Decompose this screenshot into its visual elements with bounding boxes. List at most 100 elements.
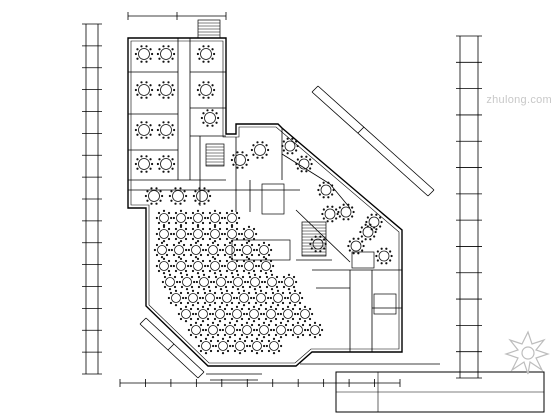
- dining-table: [168, 187, 188, 205]
- dining-table: [306, 321, 324, 339]
- dining-table: [223, 209, 241, 227]
- right-dimension-line: [459, 36, 479, 378]
- dining-table: [195, 273, 213, 291]
- dining-table: [134, 45, 154, 63]
- dining-table: [211, 305, 229, 323]
- dining-table: [221, 241, 239, 259]
- dining-table: [238, 241, 256, 259]
- dining-table: [134, 121, 154, 139]
- dining-table: [262, 305, 280, 323]
- dining-table: [156, 81, 176, 99]
- dining-table: [187, 321, 205, 339]
- dining-table: [197, 337, 215, 355]
- dining-table: [272, 321, 290, 339]
- dining-table: [317, 181, 335, 199]
- dining-tables: [134, 45, 393, 355]
- dining-table: [206, 209, 224, 227]
- title-block: [335, 371, 545, 413]
- dining-table: [223, 257, 241, 275]
- dining-table: [238, 321, 256, 339]
- dining-table: [269, 289, 287, 307]
- dining-table: [161, 273, 179, 291]
- dining-table: [240, 225, 258, 243]
- dining-table: [263, 273, 281, 291]
- drawing-caption-marks: [206, 373, 262, 381]
- dining-table: [177, 305, 195, 323]
- dining-table: [155, 209, 173, 227]
- right-dimension-ticks: [456, 35, 482, 379]
- dining-table: [279, 305, 297, 323]
- dining-table: [194, 305, 212, 323]
- dining-table: [189, 257, 207, 275]
- dining-table: [204, 321, 222, 339]
- diagonal-dimension-top: [311, 85, 435, 197]
- building-outline: [127, 37, 403, 367]
- dining-table: [156, 155, 176, 173]
- diagonal-dimension-bottom: [139, 317, 205, 379]
- dining-table: [235, 289, 253, 307]
- dining-table: [337, 203, 355, 221]
- dining-table: [189, 225, 207, 243]
- zhulong-logo-icon: [504, 330, 550, 375]
- dining-table: [156, 121, 176, 139]
- dining-table: [248, 337, 266, 355]
- dining-table: [155, 257, 173, 275]
- dining-table: [257, 257, 275, 275]
- dining-table: [214, 337, 232, 355]
- watermark: zhulong.com: [486, 94, 552, 106]
- dining-table: [280, 273, 298, 291]
- dining-table: [240, 257, 258, 275]
- dining-table: [289, 321, 307, 339]
- dining-table: [321, 205, 339, 223]
- dining-table: [184, 289, 202, 307]
- dining-table: [250, 141, 270, 159]
- dining-table: [155, 225, 173, 243]
- dining-table: [252, 289, 270, 307]
- dining-table: [196, 81, 216, 99]
- bottom-dimension-ticks: [119, 379, 401, 387]
- dining-table: [134, 81, 154, 99]
- dining-table: [204, 241, 222, 259]
- dining-table: [167, 289, 185, 307]
- dining-table: [144, 187, 164, 205]
- dining-table: [295, 155, 313, 173]
- dining-table: [246, 273, 264, 291]
- dining-table: [170, 241, 188, 259]
- dining-table: [228, 305, 246, 323]
- dining-table: [172, 225, 190, 243]
- dining-table: [229, 273, 247, 291]
- dining-table: [172, 209, 190, 227]
- dining-table: [309, 235, 327, 253]
- dining-table: [365, 213, 383, 231]
- dining-table: [134, 155, 154, 173]
- dining-table: [156, 45, 176, 63]
- dining-table: [196, 45, 216, 63]
- bottom-dimension-line: [120, 363, 440, 384]
- dining-table: [206, 225, 224, 243]
- dining-table: [347, 237, 365, 255]
- stair-hatching: [198, 22, 326, 256]
- dining-table: [265, 337, 283, 355]
- dining-table: [223, 225, 241, 243]
- dining-table: [178, 273, 196, 291]
- dining-table: [187, 241, 205, 259]
- dining-table: [245, 305, 263, 323]
- dining-table: [296, 305, 314, 323]
- dining-table: [172, 257, 190, 275]
- dining-table: [206, 257, 224, 275]
- dining-table: [218, 289, 236, 307]
- dining-table: [212, 273, 230, 291]
- dining-table: [189, 209, 207, 227]
- left-dimension-ticks: [82, 23, 102, 375]
- dining-table: [192, 187, 212, 205]
- dining-table: [255, 241, 273, 259]
- dining-table: [230, 151, 250, 169]
- dining-table: [200, 109, 220, 127]
- dining-table: [221, 321, 239, 339]
- dining-table: [255, 321, 273, 339]
- dining-table: [231, 337, 249, 355]
- top-dimension-ticks: [127, 12, 227, 20]
- dining-table: [281, 137, 299, 155]
- dining-table: [153, 241, 171, 259]
